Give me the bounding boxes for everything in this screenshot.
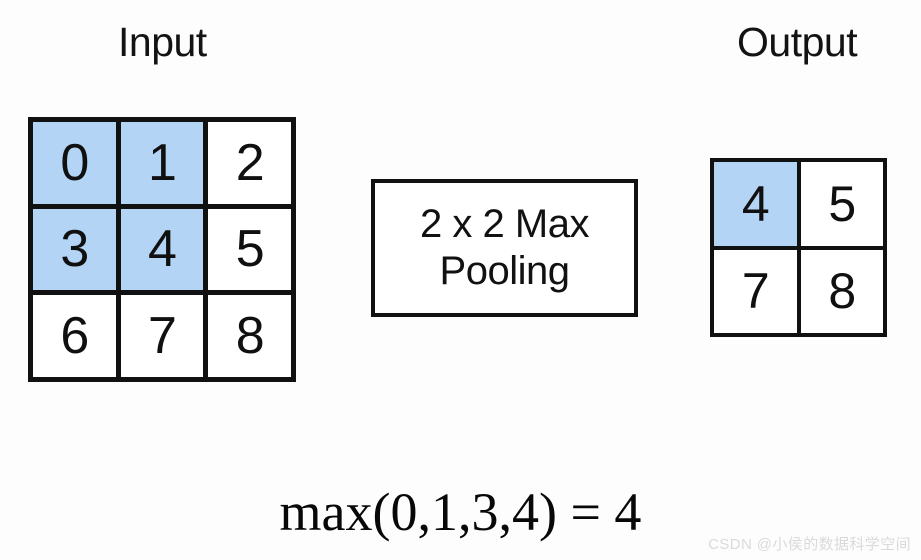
- input-cell: 4: [120, 208, 204, 291]
- watermark: CSDN @小侯的数据科学空间: [708, 536, 911, 553]
- input-cell: 0: [33, 122, 116, 204]
- operation-box: 2 x 2 Max Pooling: [371, 179, 638, 317]
- input-title: Input: [118, 19, 207, 65]
- output-cell: 5: [800, 162, 883, 246]
- input-cell: 6: [33, 295, 116, 377]
- input-cell: 2: [208, 122, 291, 204]
- formula-caption: max(0,1,3,4) = 4: [279, 482, 642, 542]
- input-cell: 3: [33, 208, 116, 291]
- output-cell: 8: [800, 249, 883, 333]
- output-cell: 4: [714, 162, 797, 246]
- input-cell: 1: [120, 122, 204, 204]
- operation-line-1: 2 x 2 Max: [420, 202, 589, 246]
- input-cell: 5: [208, 208, 291, 291]
- operation-line-2: Pooling: [439, 249, 570, 293]
- input-cell: 8: [208, 295, 291, 377]
- output-title: Output: [737, 19, 858, 65]
- output-cell: 7: [714, 249, 797, 333]
- input-cell: 7: [120, 295, 204, 377]
